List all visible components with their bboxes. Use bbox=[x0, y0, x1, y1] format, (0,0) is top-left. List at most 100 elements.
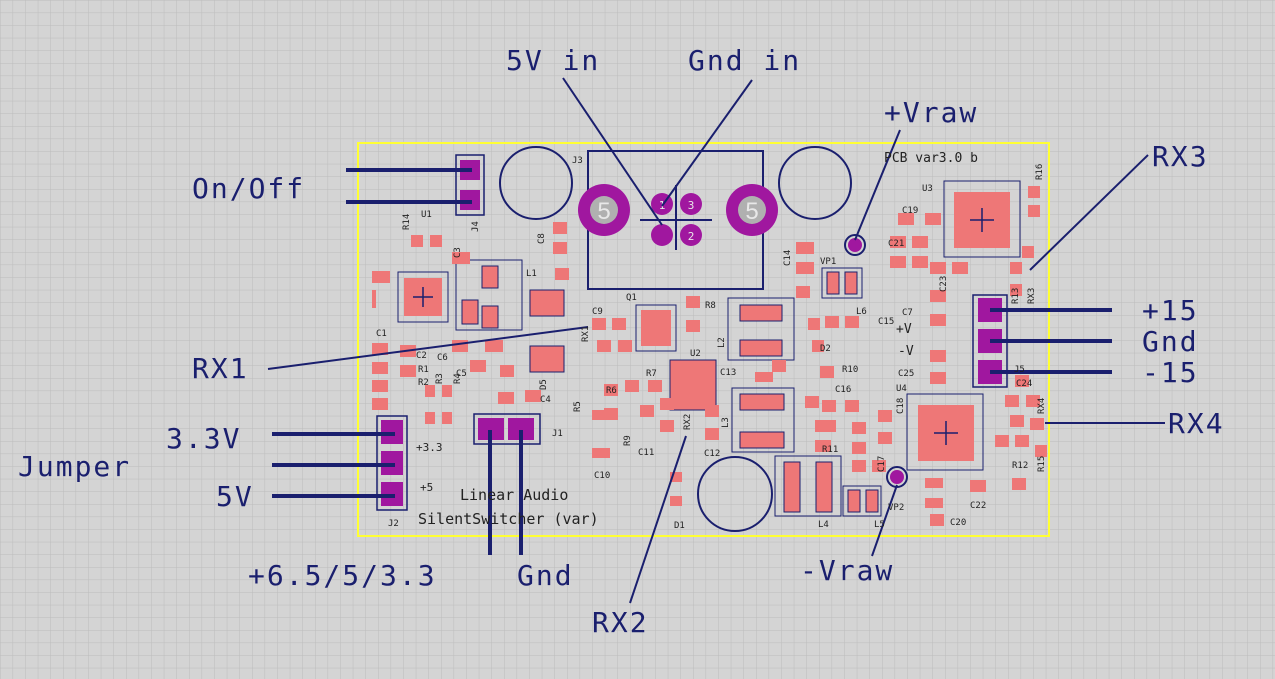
ref-L6: L6 bbox=[856, 307, 867, 317]
ref-C6: C6 bbox=[437, 353, 448, 363]
ic-packages bbox=[397, 180, 1021, 471]
pad5-right-label: 5 bbox=[745, 198, 758, 225]
ref-C23: C23 bbox=[939, 276, 949, 292]
label-5v: 5V bbox=[216, 480, 254, 513]
ref-R12: R12 bbox=[1012, 461, 1028, 471]
label-on-off: On/Off bbox=[192, 172, 305, 205]
ref-C5: C5 bbox=[456, 369, 467, 379]
annotations: 5V in Gnd in +Vraw On/Off RX3 +15 Gnd -1… bbox=[18, 44, 1225, 639]
ref-R5: R5 bbox=[573, 401, 583, 412]
ref-L1: L1 bbox=[526, 269, 537, 279]
ref-R7: R7 bbox=[646, 369, 657, 379]
ref-J3: J3 bbox=[572, 156, 583, 166]
ref-R6: R6 bbox=[606, 386, 617, 396]
ref-RX2: RX2 bbox=[683, 414, 693, 430]
ref-RX1: RX1 bbox=[581, 326, 591, 342]
label-vraw-pos: +Vraw bbox=[884, 96, 978, 129]
ref-C22: C22 bbox=[970, 501, 986, 511]
ref-C18: C18 bbox=[896, 398, 906, 414]
minus-v-label: -V bbox=[898, 344, 914, 359]
label-rx3: RX3 bbox=[1152, 140, 1209, 173]
leader-lines bbox=[267, 77, 1165, 604]
mounting-holes bbox=[499, 146, 852, 532]
ref-J5: J5 bbox=[1014, 365, 1025, 375]
ref-C15: C15 bbox=[878, 317, 894, 327]
label-m15: -15 bbox=[1142, 356, 1199, 389]
ref-C9: C9 bbox=[592, 307, 603, 317]
ref-J2: J2 bbox=[388, 519, 399, 529]
plus-v-label: +V bbox=[896, 322, 912, 337]
j3-connector: 5 5 3 2 1 bbox=[578, 150, 778, 290]
ref-C1: C1 bbox=[376, 329, 387, 339]
ref-C7: C7 bbox=[902, 308, 913, 318]
label-p15: +15 bbox=[1142, 294, 1199, 327]
ref-R11: R11 bbox=[822, 445, 838, 455]
ref-C24: C24 bbox=[1016, 379, 1032, 389]
j2-5-label: +5 bbox=[420, 481, 433, 494]
pin3-label: 3 bbox=[688, 199, 695, 212]
ref-C12: C12 bbox=[704, 449, 720, 459]
j2-33-label: +3.3 bbox=[416, 441, 443, 454]
product-line2: SilentSwitcher (var) bbox=[418, 510, 599, 528]
label-gnd: Gnd bbox=[1142, 325, 1199, 358]
ref-Q1: Q1 bbox=[626, 293, 637, 303]
ref-C2: C2 bbox=[416, 351, 427, 361]
ref-C10: C10 bbox=[594, 471, 610, 481]
ref-R9: R9 bbox=[623, 435, 633, 446]
ref-R13: R13 bbox=[1011, 288, 1021, 304]
label-gnd-in: Gnd in bbox=[688, 44, 801, 77]
label-33v: 3.3V bbox=[166, 422, 241, 455]
ref-L4: L4 bbox=[818, 520, 829, 530]
ref-U2: U2 bbox=[690, 349, 701, 359]
ref-J4: J4 bbox=[471, 221, 481, 232]
ref-D5: D5 bbox=[539, 379, 549, 390]
ref-U3: U3 bbox=[922, 184, 933, 194]
ref-R4: R4 bbox=[453, 373, 463, 384]
ref-C13: C13 bbox=[720, 368, 736, 378]
ref-VP1: VP1 bbox=[820, 257, 836, 267]
ref-L3: L3 bbox=[721, 417, 731, 428]
ref-C4: C4 bbox=[540, 395, 551, 405]
ref-R1: R1 bbox=[418, 365, 429, 375]
label-vraw-neg: -Vraw bbox=[800, 554, 894, 587]
ref-C25: C25 bbox=[898, 369, 914, 379]
ref-C19: C19 bbox=[902, 206, 918, 216]
label-jumper: Jumper bbox=[18, 450, 131, 483]
ref-L5: L5 bbox=[874, 520, 885, 530]
ref-R3: R3 bbox=[435, 373, 445, 384]
ref-R15: R15 bbox=[1037, 456, 1047, 472]
ref-C20: C20 bbox=[950, 518, 966, 528]
ref-R10: R10 bbox=[842, 365, 858, 375]
silkscreen-text: PCB var3.0 b Linear Audio SilentSwitcher… bbox=[376, 151, 1047, 531]
pad5-left-label: 5 bbox=[597, 198, 610, 225]
ref-R2: R2 bbox=[418, 378, 429, 388]
label-out-gnd: Gnd bbox=[517, 559, 574, 592]
ref-C16: C16 bbox=[835, 385, 851, 395]
label-rx2: RX2 bbox=[592, 606, 649, 639]
ref-C8: C8 bbox=[537, 233, 547, 244]
pin2-label: 2 bbox=[688, 230, 695, 243]
ref-D2: D2 bbox=[820, 344, 831, 354]
ref-R14: R14 bbox=[402, 214, 412, 230]
pcb-version-label: PCB var3.0 b bbox=[884, 151, 978, 166]
ref-RX4: RX4 bbox=[1037, 398, 1047, 414]
label-rx1: RX1 bbox=[192, 352, 249, 385]
ref-C11: C11 bbox=[638, 448, 654, 458]
smd-pads bbox=[372, 186, 1047, 526]
ref-C14: C14 bbox=[783, 250, 793, 266]
label-rx4: RX4 bbox=[1168, 407, 1225, 440]
ref-D1: D1 bbox=[674, 521, 685, 531]
ref-C17: C17 bbox=[877, 456, 887, 472]
ref-U4: U4 bbox=[896, 384, 907, 394]
ref-U1: U1 bbox=[421, 210, 432, 220]
ref-C3: C3 bbox=[453, 247, 463, 258]
product-line1: Linear Audio bbox=[460, 486, 568, 504]
ref-J1: J1 bbox=[552, 429, 563, 439]
ref-C21: C21 bbox=[888, 239, 904, 249]
ref-RX3: RX3 bbox=[1027, 288, 1037, 304]
ref-R8: R8 bbox=[705, 301, 716, 311]
label-5v-in: 5V in bbox=[506, 44, 600, 77]
label-out-v: +6.5/5/3.3 bbox=[248, 559, 437, 592]
ref-VP2: VP2 bbox=[888, 503, 904, 513]
